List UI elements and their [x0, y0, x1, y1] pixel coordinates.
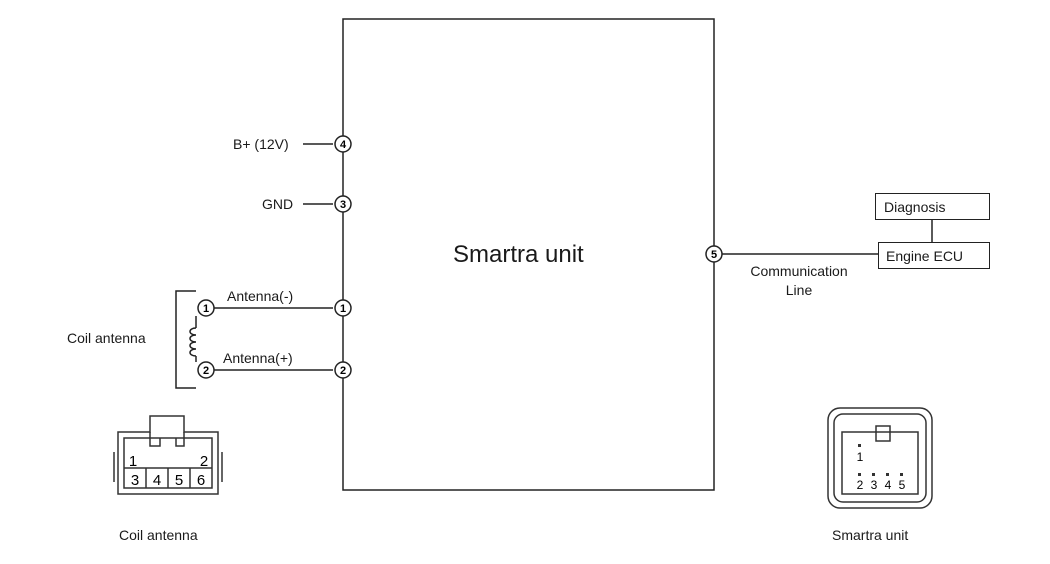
communication-line-text-2: Line — [785, 282, 813, 298]
coil-conn-pin-1: 1 — [129, 453, 137, 470]
b-plus-label: B+ (12V) — [233, 136, 289, 152]
smartra-conn-pin-2: 2 — [857, 478, 864, 492]
smartra-unit-connector-icon — [827, 407, 933, 509]
b-plus-pin-circle — [334, 135, 352, 153]
coil-conn-pin-4: 4 — [153, 472, 161, 489]
diagnosis-box: Diagnosis — [875, 193, 990, 220]
coil-pin-2-number: 2 — [203, 365, 209, 377]
smartra-unit-title: Smartra unit — [453, 241, 584, 268]
comm-pin-number: 5 — [711, 249, 717, 261]
communication-line-text-1: Communication — [750, 263, 848, 279]
smartra-conn-pin-3: 3 — [871, 478, 878, 492]
communication-line-label: Communication Line — [737, 263, 861, 298]
engine-ecu-box: Engine ECU — [878, 242, 990, 269]
coil-conn-pin-5: 5 — [175, 472, 183, 489]
smartra-unit-connector-caption: Smartra unit — [832, 527, 909, 543]
diagnosis-label: Diagnosis — [884, 199, 946, 215]
unit-pin-2-number: 2 — [340, 365, 346, 377]
unit-pin-2-circle — [334, 361, 352, 379]
smartra-conn-pin-1: 1 — [857, 450, 864, 464]
antenna-minus-label: Antenna(-) — [227, 288, 294, 304]
coil-antenna-bracket — [175, 290, 196, 389]
gnd-pin-number: 3 — [340, 199, 346, 211]
coil-antenna-label: Coil antenna — [67, 330, 146, 346]
antenna-plus-label: Antenna(+) — [223, 350, 293, 366]
coil-conn-pin-6: 6 — [197, 472, 205, 489]
gnd-pin-circle — [334, 195, 352, 213]
smartra-conn-pin-5: 5 — [899, 478, 906, 492]
b-plus-pin-number: 4 — [340, 139, 347, 151]
unit-pin-1-circle — [334, 299, 352, 317]
smartra-conn-pin-dots — [858, 444, 903, 476]
coil-conn-pin-2: 2 — [200, 453, 208, 470]
engine-ecu-label: Engine ECU — [886, 248, 964, 264]
coil-antenna-connector-caption: Coil antenna — [119, 527, 198, 543]
coil-winding-icon — [189, 327, 197, 357]
gnd-label: GND — [262, 196, 294, 212]
coil-pin-1-number: 1 — [203, 303, 209, 315]
coil-conn-pin-3: 3 — [131, 472, 139, 489]
smartra-conn-pin-4: 4 — [885, 478, 892, 492]
coil-antenna-connector-icon — [113, 415, 223, 495]
unit-pin-1-number: 1 — [340, 303, 346, 315]
